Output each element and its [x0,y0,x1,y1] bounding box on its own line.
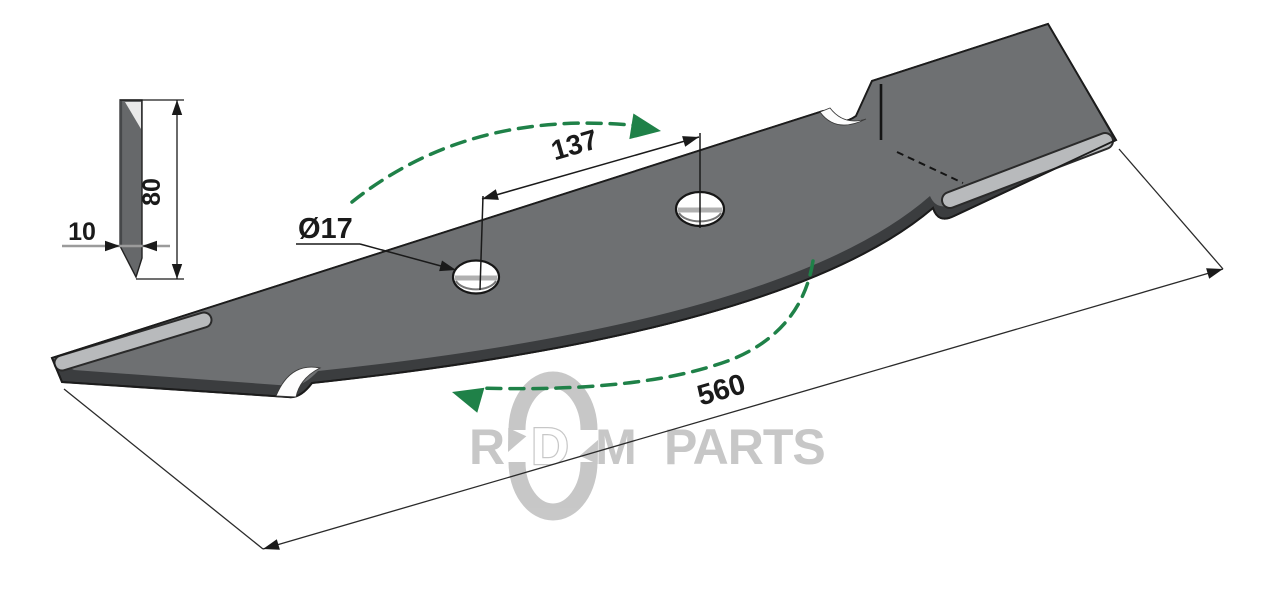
dimension-arrowhead-icon [1206,268,1223,279]
height-label: 80 [138,178,166,206]
hole-spacing-label: 137 [548,123,602,166]
dimension-arrowhead-icon [171,100,183,115]
hole-diameter-label: Ø17 [298,213,353,245]
dimension-arrowhead-icon [682,136,699,147]
right-cutting-bevel [943,134,1112,207]
cross-section-bevel-face [125,102,141,129]
dim-hole-spacing-137 [479,133,701,291]
rotation-arrowhead-icon [452,387,485,413]
dimension-arrowhead-icon [482,189,499,200]
watermark-logo-arrowhead-icon [508,427,527,452]
cross-section-view: 80 10 [62,99,184,280]
watermark-logo-icon [508,371,598,521]
hole-diameter-callout [296,243,456,272]
rotation-arrowhead-icon [629,113,661,140]
right-step-highlight [819,107,867,126]
blade-plan-view [50,22,1118,399]
dimension-arrowhead-icon [171,264,183,279]
rotation-arc-top [350,121,642,204]
watermark-logo-bottom-arc [508,461,598,521]
thickness-label: 10 [68,218,96,246]
dimension-arrowhead-icon [142,240,157,252]
left-cutting-bevel [55,313,211,370]
dim-height-80 [120,99,184,280]
watermark: R D M PARTS [469,371,826,521]
dimension-arrowhead-icon [439,260,456,272]
rotation-arc-bottom [476,259,815,391]
dimension-arrowhead-icon [263,539,280,550]
left-hole [451,259,501,295]
watermark-logo-top-arc [508,371,598,431]
rotation-arrow-top [350,113,661,204]
watermark-letter-m: M [595,419,637,475]
overall-length-label: 560 [694,368,749,412]
right-wing-bend-line [896,151,964,184]
dim-overall-length-560 [63,148,1224,550]
blade-outline [50,22,1118,399]
left-step-highlight [275,366,322,398]
watermark-letter-r: R [469,419,505,475]
watermark-logo-arrowhead-icon [579,440,598,465]
blade-surface [52,24,1112,386]
dimension-arrowhead-icon [105,240,120,252]
watermark-letter-d: D [531,418,569,476]
watermark-word-parts: PARTS [664,419,825,475]
rotation-arrow-bottom [452,259,815,413]
left-hole-shadow [455,280,497,291]
dim-thickness-10 [62,240,170,252]
